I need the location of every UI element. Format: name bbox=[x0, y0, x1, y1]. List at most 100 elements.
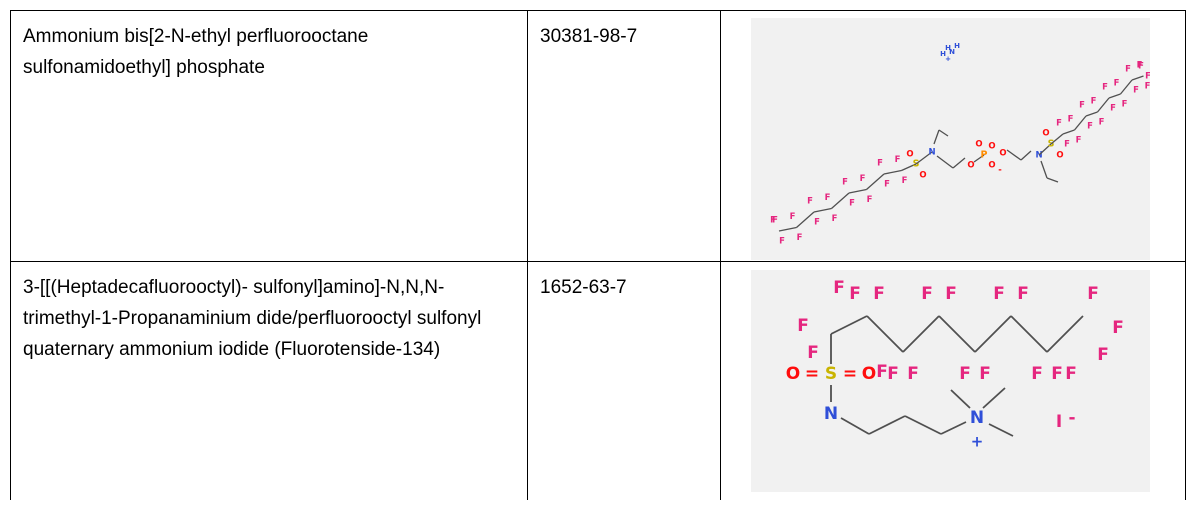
atom-label: F bbox=[1099, 118, 1105, 128]
bond bbox=[938, 315, 976, 353]
atom-label: S bbox=[825, 364, 837, 384]
atom-label: F bbox=[1079, 101, 1085, 111]
chemical-name-cell: Ammonium bis[2-N-ethyl perfluorooctane s… bbox=[10, 10, 528, 262]
atom-label: F bbox=[790, 212, 796, 222]
atom-label: F bbox=[849, 284, 861, 304]
atom-label: F bbox=[1076, 136, 1082, 146]
atom-label: F bbox=[884, 180, 890, 190]
bond bbox=[1119, 79, 1133, 95]
atom-label: N bbox=[1035, 151, 1042, 161]
atom-label: F bbox=[959, 364, 971, 384]
atom-label: O bbox=[975, 140, 982, 150]
bond bbox=[840, 417, 870, 435]
atom-label: F bbox=[1138, 62, 1144, 72]
atom-label: F bbox=[797, 233, 803, 243]
atom-label: O bbox=[786, 364, 800, 384]
bond bbox=[1040, 160, 1048, 179]
atom-label: F bbox=[1056, 119, 1062, 129]
bond bbox=[974, 315, 1012, 353]
atom-label: H bbox=[940, 50, 946, 58]
atom-label: F bbox=[770, 216, 776, 226]
atom-label: F bbox=[979, 364, 991, 384]
bond bbox=[1050, 133, 1064, 145]
bond bbox=[813, 207, 832, 213]
atom-label: F bbox=[1087, 284, 1099, 304]
cas-number-cell: 30381-98-7 bbox=[527, 10, 721, 262]
atom-label: F bbox=[993, 284, 1005, 304]
atom-label: F bbox=[1102, 83, 1108, 93]
atom-label: - bbox=[998, 166, 1002, 176]
atom-label: F bbox=[779, 237, 785, 247]
atom-label: I bbox=[1056, 412, 1062, 432]
atom-label: F bbox=[895, 155, 901, 165]
atom-label: F bbox=[797, 316, 809, 336]
bond bbox=[1020, 150, 1032, 161]
atom-label: F bbox=[1114, 79, 1120, 89]
bond bbox=[866, 315, 904, 353]
atom-label: F bbox=[772, 216, 778, 226]
atom-label: F bbox=[1145, 72, 1150, 82]
atom-label: N bbox=[949, 48, 955, 56]
atom-label: F bbox=[832, 214, 838, 224]
atom-label: F bbox=[873, 284, 885, 304]
bond bbox=[1096, 97, 1110, 113]
bond bbox=[1108, 93, 1121, 99]
atom-label: + bbox=[945, 55, 951, 63]
atom-label: = bbox=[843, 364, 857, 384]
bond bbox=[1131, 75, 1144, 81]
atom-label: N bbox=[928, 148, 935, 158]
atom-label: O bbox=[967, 161, 974, 171]
atom-label: F bbox=[833, 278, 845, 298]
atom-label: F bbox=[887, 364, 899, 384]
atom-label: O bbox=[988, 161, 995, 171]
table-row: 3-[[(Heptadecafluorooctyl)- sulfonyl]ami… bbox=[10, 261, 1186, 500]
atom-label: F bbox=[860, 174, 866, 184]
bond bbox=[866, 173, 885, 190]
atom-label: F bbox=[867, 195, 873, 205]
bond bbox=[988, 423, 1014, 437]
chemical-table: Ammonium bis[2-N-ethyl perfluorooctane s… bbox=[10, 10, 1186, 500]
atom-label: F bbox=[1091, 97, 1097, 107]
cas-number: 1652-63-7 bbox=[540, 277, 627, 298]
bond bbox=[902, 315, 940, 353]
atom-label: F bbox=[945, 284, 957, 304]
chemical-name: Ammonium bis[2-N-ethyl perfluorooctane s… bbox=[23, 26, 369, 78]
atom-label: F bbox=[849, 199, 855, 209]
bond bbox=[778, 226, 797, 232]
bond bbox=[1010, 315, 1048, 353]
bond bbox=[1046, 315, 1084, 353]
atom-label: F bbox=[842, 178, 848, 188]
atom-label: F bbox=[807, 197, 813, 207]
atom-label: H bbox=[945, 44, 951, 52]
atom-label: P bbox=[981, 150, 988, 161]
table-row: Ammonium bis[2-N-ethyl perfluorooctane s… bbox=[10, 10, 1186, 262]
atom-label: F bbox=[1112, 318, 1124, 338]
atom-label: N bbox=[824, 404, 838, 424]
atom-label: O bbox=[1056, 151, 1063, 161]
bond bbox=[950, 389, 971, 409]
atom-label: F bbox=[1064, 140, 1070, 150]
chemical-name: 3-[[(Heptadecafluorooctyl)- sulfonyl]ami… bbox=[23, 277, 482, 360]
bond bbox=[952, 157, 966, 169]
bond bbox=[940, 421, 967, 435]
atom-label: F bbox=[1145, 82, 1150, 92]
bond bbox=[830, 315, 868, 335]
atom-label: O bbox=[999, 149, 1006, 159]
atom-label: O bbox=[988, 142, 995, 152]
bond bbox=[1046, 177, 1059, 183]
atom-label: F bbox=[876, 362, 888, 382]
bond bbox=[1038, 143, 1052, 156]
atom-label: O bbox=[906, 150, 913, 160]
atom-label: = bbox=[805, 364, 819, 384]
bond bbox=[1062, 129, 1075, 135]
bond bbox=[915, 151, 933, 165]
atom-label: F bbox=[902, 176, 908, 186]
atom-label: H bbox=[954, 42, 960, 50]
atom-label: F bbox=[1110, 104, 1116, 114]
bond bbox=[848, 188, 867, 194]
